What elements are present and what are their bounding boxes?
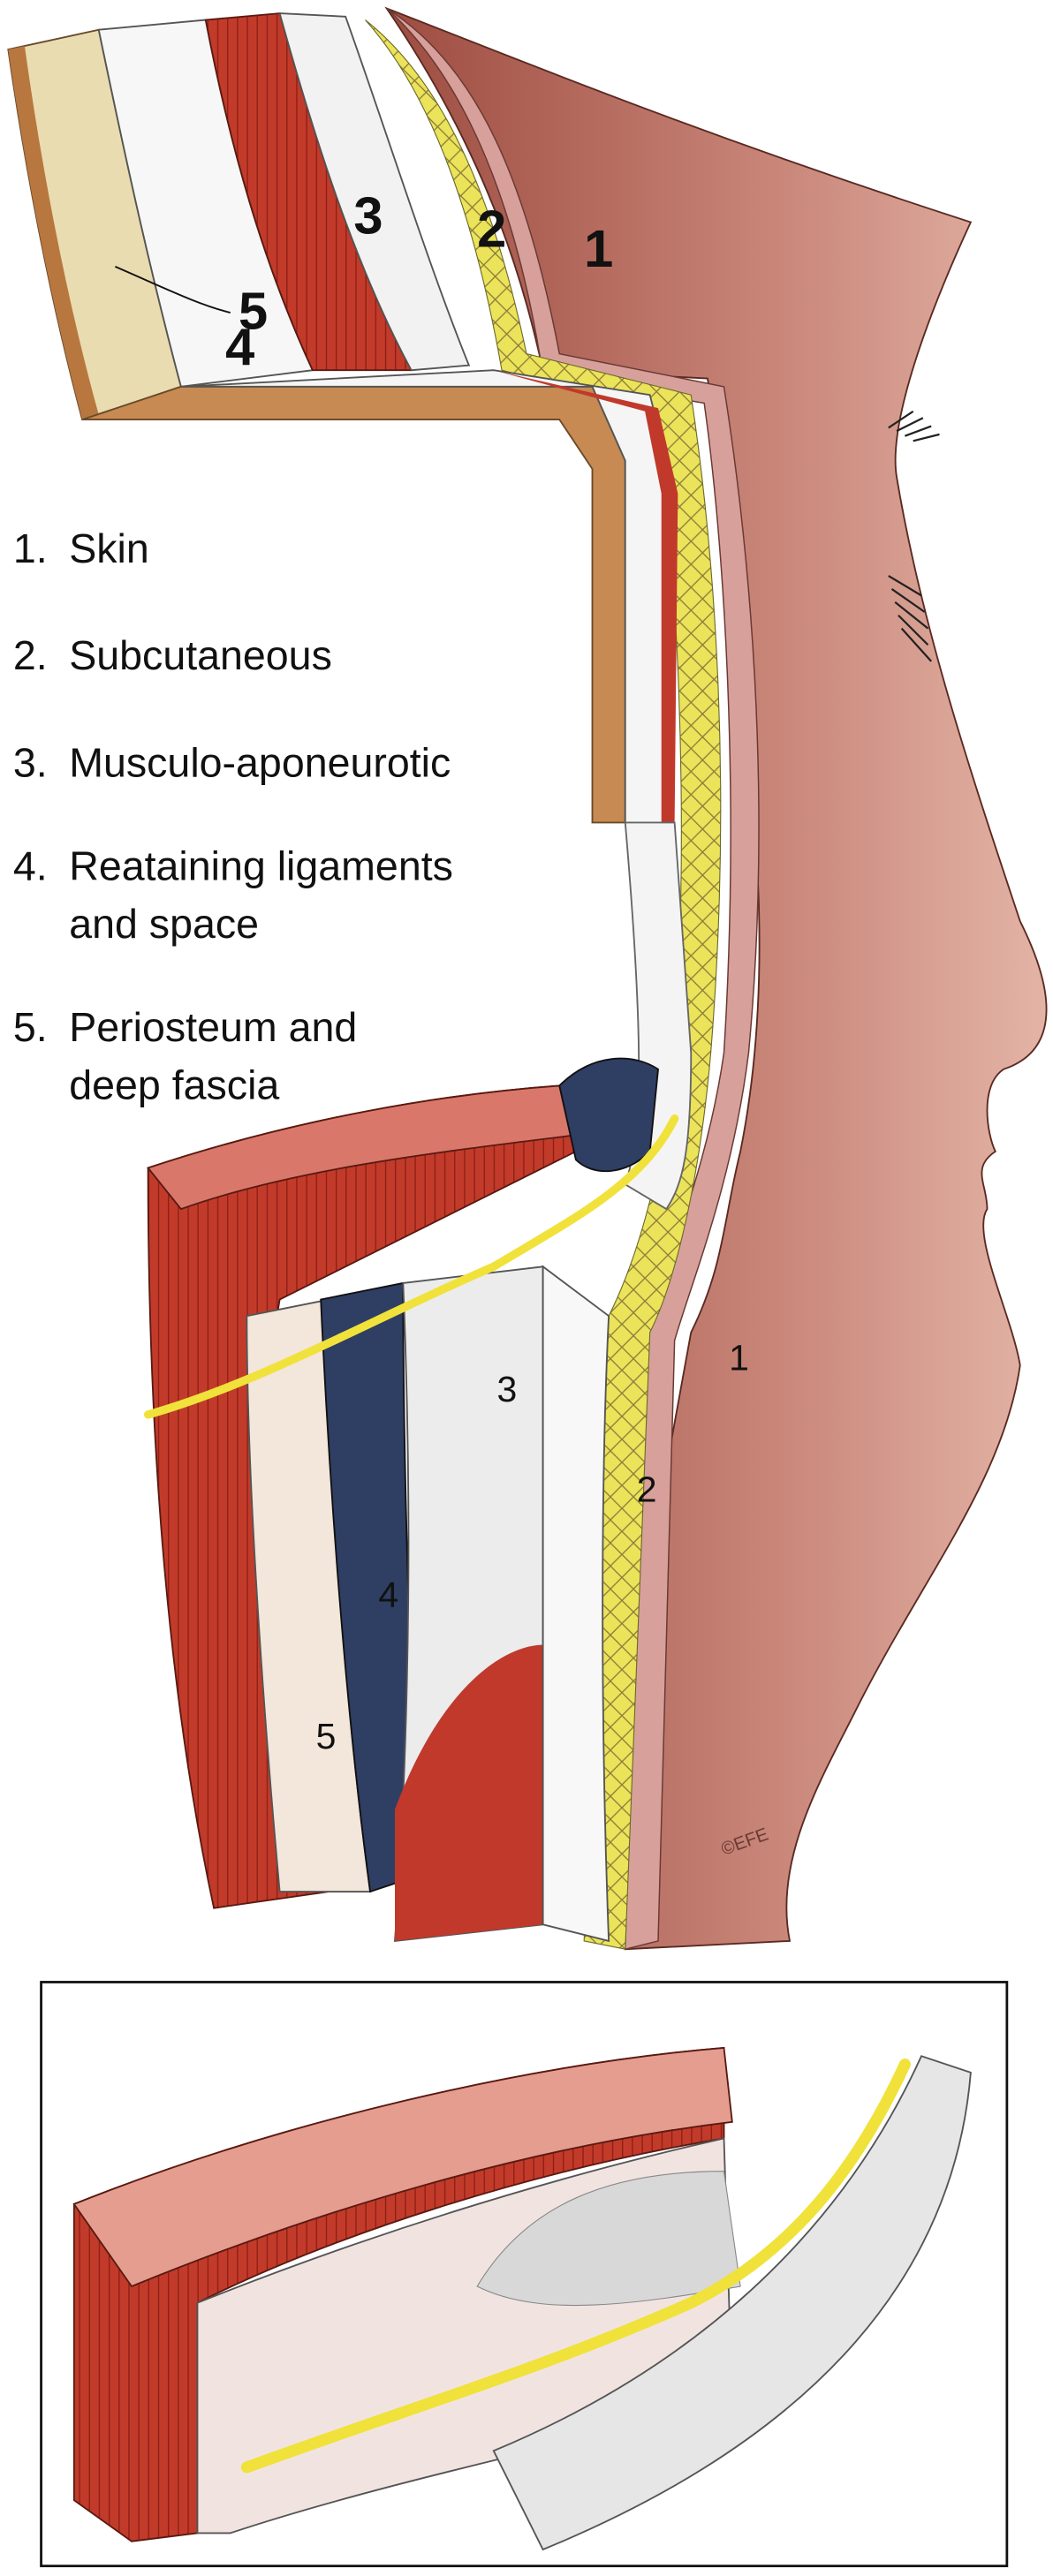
inset-muscle-top — [72, 2046, 733, 2288]
lower-label-3: 3 — [496, 1369, 517, 1409]
bone-edge — [8, 46, 99, 420]
upper-label-5: 5 — [239, 282, 268, 341]
legend-item-3-number: 3. — [13, 739, 48, 785]
legend-item-2-number: 2. — [13, 632, 48, 678]
lower-label-1: 1 — [729, 1338, 749, 1379]
lower-label-2: 2 — [637, 1469, 657, 1510]
eyelashes — [888, 410, 940, 662]
upper-layer-block — [7, 12, 693, 1211]
upper-label-3: 3 — [353, 186, 383, 246]
inset-ligament-fibers — [476, 2171, 741, 2307]
nerve — [143, 1114, 679, 1419]
lower-label-4: 4 — [378, 1575, 398, 1615]
lower-layer-block — [143, 1057, 679, 1943]
legend-item-5-label: Periosteum and — [69, 1004, 357, 1050]
legend-item-2-label: Subcutaneous — [69, 632, 332, 678]
inset-nerve — [240, 2059, 911, 2474]
ligament-cup — [558, 1057, 659, 1173]
subcutaneous-white-layer — [542, 1265, 610, 1943]
upper-label-1: 1 — [584, 219, 613, 278]
legend-item-4-label-line2: and space — [69, 901, 259, 947]
legend-item-4-number: 4. — [13, 843, 48, 889]
platysma-muscle — [395, 1644, 543, 1941]
inset-smas-plate — [492, 2055, 972, 2551]
white-fascia-layer — [278, 12, 471, 372]
legend: 1. Skin 2. Subcutaneous 3. Musculo-apone… — [13, 525, 453, 1107]
legend-item-4-label: Reataining ligaments — [69, 843, 453, 889]
legend-item-1-label: Skin — [69, 525, 149, 571]
lower-label-5: 5 — [316, 1716, 337, 1756]
pointer-line-4 — [115, 266, 231, 314]
legend-item-1-number: 1. — [13, 525, 48, 571]
muscle-horizontal — [493, 370, 678, 823]
inset-detail — [40, 1981, 1009, 2568]
legend-item-5-label-line2: deep fascia — [69, 1061, 279, 1107]
legend-item-5-number: 5. — [13, 1004, 48, 1050]
upper-label-4: 4 — [225, 318, 254, 377]
skin-cut-edge — [386, 7, 760, 1951]
upper-label-2: 2 — [477, 200, 506, 259]
legend-item-3-label: Musculo-aponeurotic — [69, 739, 451, 785]
